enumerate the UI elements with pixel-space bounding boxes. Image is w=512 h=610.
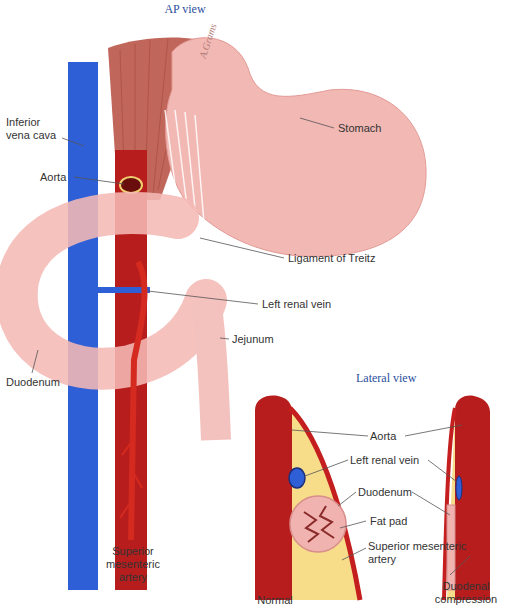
artery-branches bbox=[120, 440, 142, 518]
aorta-compressed bbox=[455, 396, 490, 600]
part-label: Aorta bbox=[40, 171, 80, 184]
part-label: Duodenum bbox=[358, 486, 428, 499]
caption-label: Normal bbox=[250, 594, 300, 607]
renal-vein-compressed bbox=[456, 476, 462, 500]
superior-mesenteric-artery bbox=[131, 262, 145, 540]
part-label: Superior mesenteric artery bbox=[368, 540, 488, 566]
duodenum bbox=[17, 213, 206, 369]
fat-pad bbox=[290, 408, 360, 600]
view-heading: AP view bbox=[150, 3, 220, 16]
sma-lateral bbox=[290, 408, 360, 600]
part-label: Aorta bbox=[370, 430, 410, 443]
duodenal-folds bbox=[304, 506, 334, 542]
part-label: Left renal vein bbox=[350, 454, 440, 467]
signature: A.Grams bbox=[196, 8, 224, 60]
duodenum-section bbox=[290, 496, 346, 552]
jejunum bbox=[206, 300, 216, 440]
part-label: Duodenum bbox=[6, 376, 76, 389]
part-label: Ligament of Treitz bbox=[288, 252, 398, 265]
part-label: Jejunum bbox=[232, 333, 292, 346]
aorta-lateral bbox=[255, 396, 292, 600]
caption-label: Duodenal compression bbox=[428, 580, 504, 606]
view-heading: Lateral view bbox=[356, 372, 446, 385]
part-label: Left renal vein bbox=[262, 298, 362, 311]
inferior-vena-cava bbox=[68, 62, 98, 590]
renal-vein-section bbox=[289, 468, 305, 488]
part-label: Stomach bbox=[338, 122, 398, 135]
part-label: Superior mesenteric artery bbox=[100, 545, 166, 584]
part-label: Fat pad bbox=[370, 515, 430, 528]
aorta-section bbox=[120, 177, 142, 193]
sma-compressed bbox=[444, 408, 455, 600]
leader-lines bbox=[32, 118, 470, 575]
part-label: Inferior vena cava bbox=[6, 116, 62, 142]
